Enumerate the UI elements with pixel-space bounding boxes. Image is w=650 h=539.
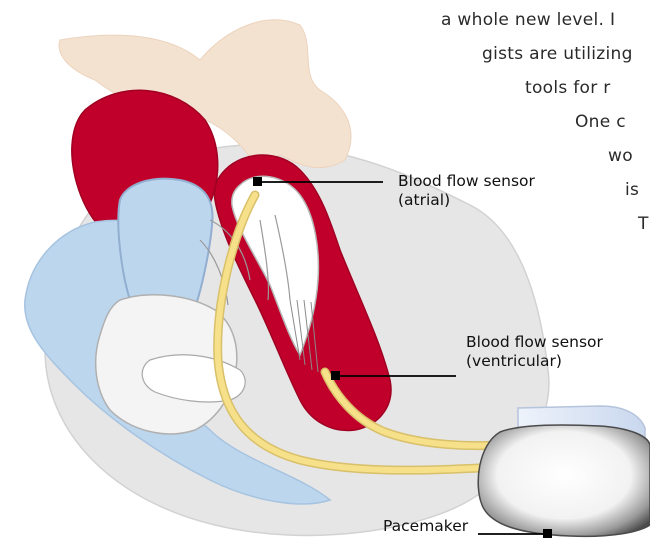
ventricular-sensor-label-line2: (ventricular) (466, 352, 603, 371)
pacemaker-marker (543, 529, 552, 538)
ventricular-marker (331, 371, 340, 380)
pacemaker-label: Pacemaker (383, 517, 468, 536)
ventricular-sensor-label-line1: Blood flow sensor (466, 333, 603, 352)
atrial-sensor-label-line1: Blood flow sensor (398, 172, 535, 191)
atrial-sensor-label: Blood flow sensor (atrial) (398, 172, 535, 210)
atrial-sensor-label-line2: (atrial) (398, 191, 535, 210)
pacemaker-body (478, 425, 650, 537)
atrial-marker (253, 177, 262, 186)
ventricular-sensor-label: Blood flow sensor (ventricular) (466, 333, 603, 371)
